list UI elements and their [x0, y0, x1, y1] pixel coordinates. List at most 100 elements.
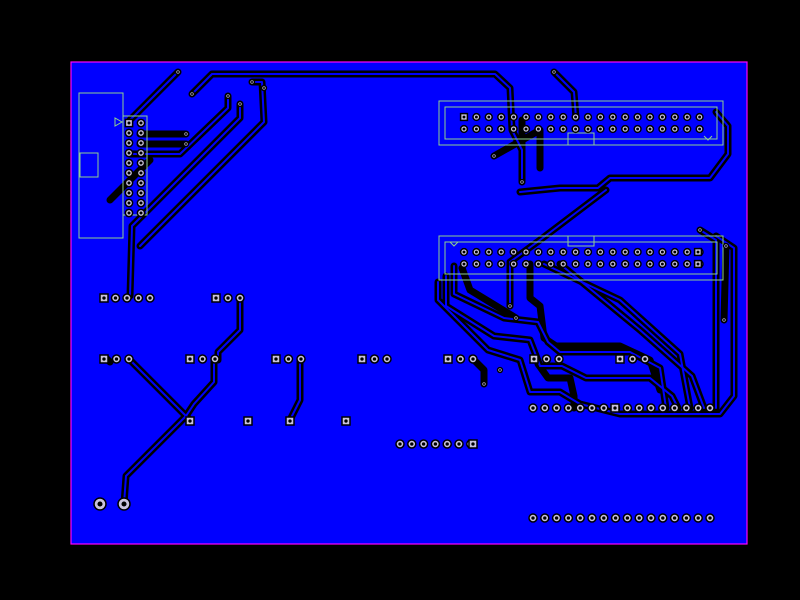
pin-header-3-pad-drill	[299, 357, 303, 361]
via-pad-drill	[184, 132, 188, 136]
via-pad-drill	[176, 70, 180, 74]
pin-row-16-pad-drill	[578, 406, 582, 410]
pin-row-8-pad-drill	[445, 442, 449, 446]
ribbon-bottom-pad-drill	[462, 250, 466, 254]
ribbon-top-pad-drill	[586, 115, 590, 119]
pin-header-5-pad-drill	[125, 296, 129, 300]
ribbon-top-pad-drill	[673, 115, 677, 119]
header-pad-drill	[127, 131, 131, 135]
ribbon-top-pad-drill	[487, 127, 491, 131]
ribbon-top-pad-drill	[574, 127, 578, 131]
pin-row-16-pad-drill	[708, 406, 712, 410]
via-pad-drill	[552, 70, 556, 74]
ribbon-bottom-pad-drill	[636, 250, 640, 254]
ribbon-bottom-pad-drill	[536, 250, 540, 254]
pin-row-8-pad-drill	[410, 442, 414, 446]
ribbon-top-pad-drill	[524, 127, 528, 131]
header-pad-drill	[139, 191, 143, 195]
header-pad-drill	[139, 121, 143, 125]
pin-row-16-pad-drill	[613, 406, 617, 410]
ribbon-bottom-pad-drill	[561, 262, 565, 266]
pin-row-16-pad-drill	[554, 516, 559, 520]
pin-header-3-pad-drill	[458, 357, 463, 361]
via-pad-drill	[514, 316, 518, 320]
ribbon-bottom-pad-drill	[696, 262, 700, 266]
pin-row-16-pad-drill	[637, 406, 641, 410]
ribbon-bottom-pad-drill	[462, 262, 466, 266]
ribbon-top-pad-drill	[561, 127, 565, 131]
pin-row-16-pad-drill	[649, 406, 653, 410]
ribbon-top-pad-drill	[499, 127, 503, 131]
pin-header-5-pad-drill	[148, 296, 152, 300]
test-point-pad-drill	[188, 419, 192, 423]
pin-row-16-pad-drill	[554, 406, 559, 410]
pin-row-16-pad-drill	[543, 406, 547, 410]
pin-header-3-pad-drill	[532, 357, 536, 361]
ribbon-bottom-pad-drill	[598, 250, 602, 254]
pin-row-16-pad-drill	[661, 516, 665, 520]
pin-header-3-pad-drill	[214, 296, 218, 300]
pin-row-16-pad-drill	[625, 406, 630, 410]
ribbon-top-pad-drill	[611, 127, 615, 131]
header-pad-drill	[127, 121, 131, 125]
ribbon-top-pad-drill	[512, 115, 516, 119]
pin-row-16-pad-drill	[566, 516, 571, 520]
header-pad-drill	[127, 171, 131, 175]
header-pad-drill	[127, 191, 131, 195]
pin-header-3-pad-drill	[446, 357, 450, 361]
ribbon-bottom-pad-drill	[696, 250, 700, 254]
via-pad-drill	[498, 368, 502, 372]
ribbon-top-pad-drill	[636, 115, 640, 119]
ribbon-bottom-pad-drill	[611, 262, 615, 266]
pin-header-3-pad-drill	[102, 357, 106, 361]
pin-row-16-pad-drill	[602, 406, 606, 410]
ribbon-bottom-pad-drill	[611, 250, 615, 254]
ribbon-bottom-pad-drill	[598, 262, 602, 266]
pin-row-16-pad-drill	[531, 406, 535, 410]
ribbon-bottom-pad-drill	[524, 262, 528, 266]
ribbon-top-pad-drill	[660, 127, 664, 131]
ribbon-top-pad-drill	[636, 127, 640, 131]
pin-header-3-pad-drill	[471, 357, 475, 361]
pin-row-16-pad-drill	[696, 516, 700, 520]
ribbon-top-pad-drill	[574, 115, 578, 119]
via-pad-drill	[520, 180, 524, 184]
ribbon-bottom-pad-drill	[636, 262, 640, 266]
pin-row-16-pad-drill	[708, 516, 712, 520]
silkscreen-layer	[78, 92, 724, 281]
ribbon-bottom-pad-drill	[474, 262, 478, 266]
ribbon-top-pad-drill	[685, 127, 689, 131]
pin-row-16-pad-drill	[625, 516, 630, 520]
ribbon-connector-bottom-key	[567, 235, 595, 247]
ribbon-connector-top-key	[567, 132, 595, 146]
ribbon-bottom-pad-drill	[512, 250, 516, 254]
via-pad-drill	[722, 318, 726, 322]
triangle-marker-icon	[114, 117, 124, 127]
ribbon-top-pad-drill	[623, 127, 627, 131]
pin-header-3-pad-drill	[385, 357, 389, 361]
ribbon-bottom-pad-drill	[499, 250, 503, 254]
pin-row-16-pad-drill	[566, 406, 571, 410]
ribbon-top-pad-drill	[549, 127, 553, 131]
ribbon-top-pad-drill	[598, 127, 602, 131]
pin-row-16-pad-drill	[649, 516, 653, 520]
pin-row-8-pad-drill	[471, 442, 475, 446]
pin-header-3-pad-drill	[544, 357, 549, 361]
ribbon-bottom-pad-drill	[499, 262, 503, 266]
pin-row-16-pad-drill	[578, 516, 582, 520]
pin-row-16-pad-drill	[696, 406, 700, 410]
pin-row-8-pad-drill	[398, 442, 402, 446]
pin-row-16-pad-drill	[684, 406, 689, 410]
header-pad-drill	[139, 141, 143, 145]
ribbon-top-pad-drill	[648, 115, 652, 119]
ribbon-bottom-pad-drill	[623, 262, 627, 266]
pin-row-8-pad-drill	[421, 442, 426, 446]
via-pad-drill	[238, 102, 242, 106]
terminal-pad-drill	[97, 501, 103, 507]
pad-layer	[93, 68, 730, 523]
header-pad-drill	[127, 151, 131, 155]
pin-header-3-pad-drill	[372, 357, 377, 361]
header-pad-drill	[127, 181, 131, 185]
ribbon-bottom-pad-drill	[574, 262, 578, 266]
test-point-pad-drill	[246, 419, 250, 423]
